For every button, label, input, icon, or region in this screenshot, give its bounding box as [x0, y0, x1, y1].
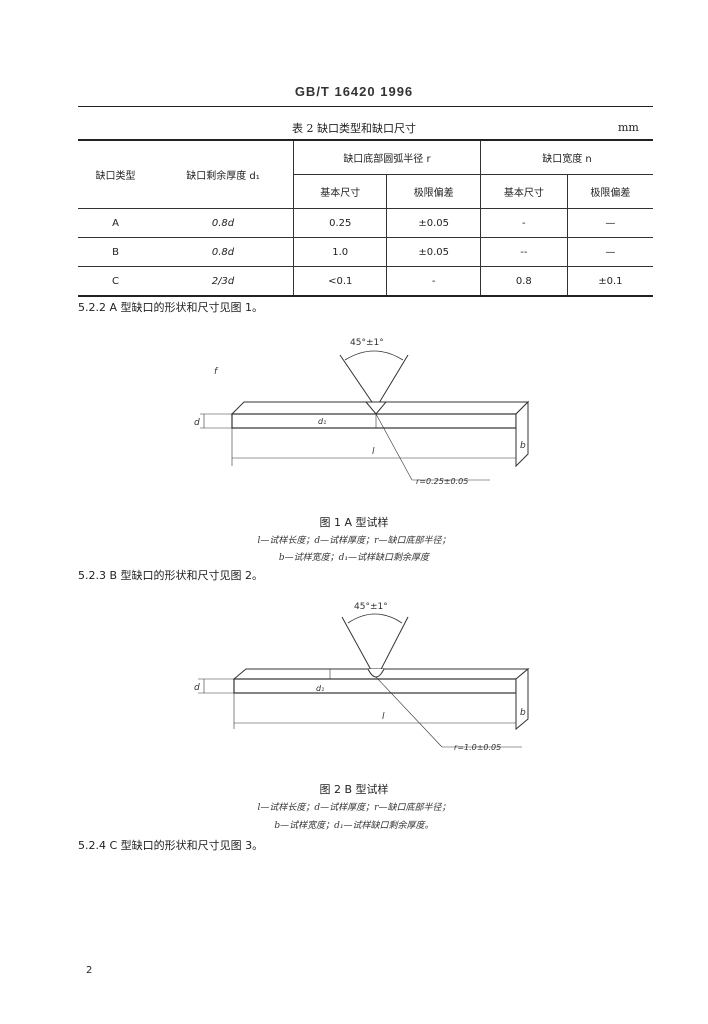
fig2-d-label: d [194, 683, 200, 693]
fig2-d1-label: d₁ [316, 684, 324, 693]
cell-n-basic: - [479, 208, 568, 238]
section-5-2-4: 5.2.4 C 型缺口的形状和尺寸见图 3。 [78, 839, 264, 852]
cell-r-basic: 0.25 [292, 208, 387, 238]
th-basic-size: 基本尺寸 [292, 174, 387, 209]
figure-2-drawing: 45°±1° d d₁ l b r=1.0±0.05 [194, 602, 530, 752]
cell-n-basic: -- [479, 237, 568, 267]
cell-n-tol: ±0.1 [566, 266, 653, 297]
cell-r-basic: 1.0 [292, 237, 387, 267]
standard-number: GB/T 16420 1996 [294, 84, 414, 99]
cell-type: A [78, 208, 153, 238]
fig1-radius-label: r=0.25±0.05 [416, 477, 468, 486]
figure-2-legend-1: l—试样长度；d—试样厚度；r—缺口底部半径； [257, 803, 451, 813]
fig1-l-label: l [372, 447, 375, 457]
table-row: B 0.8d 1.0 ±0.05 -- — [78, 237, 653, 267]
cell-d1: 0.8d [153, 208, 294, 238]
table-row: A 0.8d 0.25 ±0.05 - — [78, 208, 653, 238]
fig2-radius-label: r=1.0±0.05 [454, 743, 501, 752]
header-rule [78, 106, 653, 107]
cell-d1: 0.8d [153, 237, 294, 267]
th-radius-group: 缺口底部圆弧半径 r [293, 139, 481, 175]
figure-1-legend-1: l—试样长度；d—试样厚度；r—缺口底部半径； [257, 536, 451, 546]
fig1-b-label: b [520, 441, 526, 451]
th-remaining-thickness: 缺口剩余厚度 d₁ [153, 139, 294, 209]
cell-type: B [78, 237, 153, 267]
fig2-b-label: b [520, 708, 526, 718]
table-unit: mm [618, 121, 639, 134]
figure-1-caption: 图 1 A 型试样 [319, 516, 389, 529]
fig2-angle-label: 45°±1° [354, 602, 388, 612]
cell-d1: 2/3d [153, 266, 294, 297]
fig1-angle-label: 45°±1° [350, 338, 384, 348]
th-basic-size-2: 基本尺寸 [479, 174, 568, 209]
fig2-l-label: l [382, 712, 385, 722]
section-5-2-2: 5.2.2 A 型缺口的形状和尺寸见图 1。 [78, 301, 264, 314]
svg-text:f: f [214, 367, 219, 377]
figure-2-caption: 图 2 B 型试样 [319, 783, 389, 796]
th-width-group: 缺口宽度 n [479, 139, 653, 175]
section-5-2-3: 5.2.3 B 型缺口的形状和尺寸见图 2。 [78, 569, 264, 582]
th-tolerance: 极限偏差 [386, 174, 481, 209]
table-row: C 2/3d <0.1 - 0.8 ±0.1 [78, 266, 653, 297]
figure-1-drawing: 45°±1° d f d₁ l b r=0.25±0.05 [194, 338, 530, 486]
cell-r-tol: ±0.05 [386, 208, 481, 238]
notch-table: 缺口类型 缺口剩余厚度 d₁ 缺口底部圆弧半径 r 缺口宽度 n 基本尺寸 极限… [78, 139, 653, 297]
th-notch-type: 缺口类型 [78, 139, 153, 209]
cell-r-tol: - [386, 266, 481, 297]
cell-n-tol: — [566, 208, 653, 238]
cell-n-tol: — [566, 237, 653, 267]
cell-r-basic: <0.1 [292, 266, 387, 297]
page-number: 2 [86, 965, 93, 976]
fig1-d-label: d [194, 418, 200, 428]
table-caption: 表 2 缺口类型和缺口尺寸 [292, 122, 416, 135]
fig1-d1-label: d₁ [318, 417, 326, 426]
figure-1-legend-2: b—试样宽度；d₁—试样缺口剩余厚度 [278, 553, 430, 563]
figure-2-legend-2: b—试样宽度；d₁—试样缺口剩余厚度。 [274, 821, 434, 831]
cell-n-basic: 0.8 [479, 266, 568, 297]
th-tolerance-2: 极限偏差 [566, 174, 653, 209]
cell-r-tol: ±0.05 [386, 237, 481, 267]
cell-type: C [78, 266, 153, 297]
